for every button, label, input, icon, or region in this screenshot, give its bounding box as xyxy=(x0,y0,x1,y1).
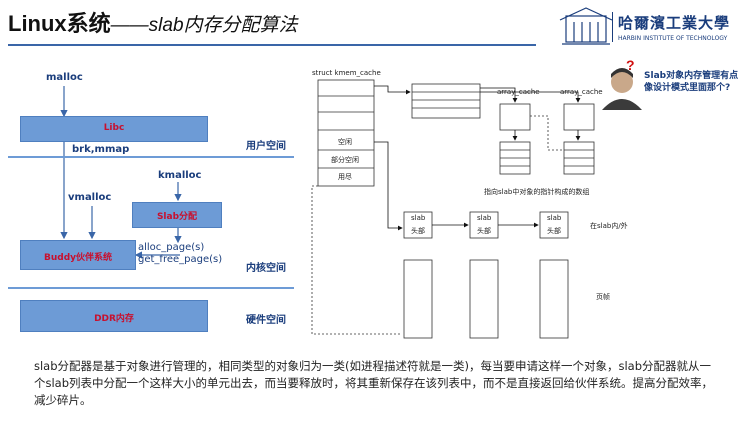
university-logo-icon xyxy=(559,7,613,45)
slot-full: 用尽 xyxy=(338,173,352,181)
label-in-slab: 在slab内/外 xyxy=(590,222,628,230)
slab-alloc-box: Slab分配 xyxy=(132,202,222,228)
header-rule xyxy=(8,44,536,46)
bubble-question: Slab对象内存管理有点像设计模式里面那个? xyxy=(644,71,739,93)
slab-head-2-title: slab xyxy=(477,214,492,222)
zone-divider-user-kernel xyxy=(8,156,294,158)
logo-text-en: HARBIN INSTITUTE OF TECHNOLOGY xyxy=(618,35,728,42)
slab-head-1-title: slab xyxy=(411,214,426,222)
slab-head-1-sub: 头部 xyxy=(411,227,425,235)
title-sub: ——slab内存分配算法 xyxy=(110,15,298,36)
label-alloc-page: alloc_page(s) xyxy=(138,242,205,253)
label-page-frame: 页帧 xyxy=(596,293,610,301)
label-brk-mmap: brk,mmap xyxy=(72,144,130,155)
slot-partial: 部分空闲 xyxy=(331,156,359,164)
ddr-box: DDR内存 xyxy=(20,300,208,332)
description-paragraph: slab分配器是基于对象进行管理的，相同类型的对象归为一类(如进程描述符就是一类… xyxy=(34,359,714,407)
label-vmalloc: vmalloc xyxy=(68,192,112,203)
buddy-box: Buddy伙伴系统 xyxy=(20,240,136,270)
label-kmalloc: kmalloc xyxy=(158,170,202,181)
buddy-label: Buddy伙伴系统 xyxy=(43,253,113,263)
slab-head-3-sub: 头部 xyxy=(547,227,561,235)
slab-alloc-label: Slab分配 xyxy=(156,212,198,222)
slab-head-2-sub: 头部 xyxy=(477,227,491,235)
slot-empty: 空闲 xyxy=(338,138,352,146)
label-struct-kmem-cache: struct kmem_cache xyxy=(312,69,381,77)
ddr-label: DDR内存 xyxy=(94,314,134,324)
zone-hardware-space: 硬件空间 xyxy=(246,315,286,326)
caption-pointer-array: 指向slab中对象的指针构成的数组 xyxy=(484,188,590,196)
label-array-cache-1: array_cache xyxy=(497,88,540,96)
zone-divider-kernel-hw xyxy=(8,287,294,289)
slab-head-3-title: slab xyxy=(547,214,562,222)
label-get-free-page: get_free_page(s) xyxy=(138,254,223,265)
zone-kernel-space: 内核空间 xyxy=(246,263,286,274)
libc-box: Libc xyxy=(20,116,208,142)
logo-separator xyxy=(612,12,613,42)
logo-text-cn: 哈爾濱工業大學 xyxy=(618,14,731,32)
libc-label: Libc xyxy=(103,123,125,133)
label-array-cache-2: array_cache xyxy=(560,88,603,96)
label-malloc: malloc xyxy=(46,72,83,83)
page-title: Linux系统——slab内存分配算法 xyxy=(8,6,298,38)
title-main: Linux系统 xyxy=(8,11,111,36)
zone-user-space: 用户空间 xyxy=(246,141,286,152)
svg-text:?: ? xyxy=(626,57,635,73)
